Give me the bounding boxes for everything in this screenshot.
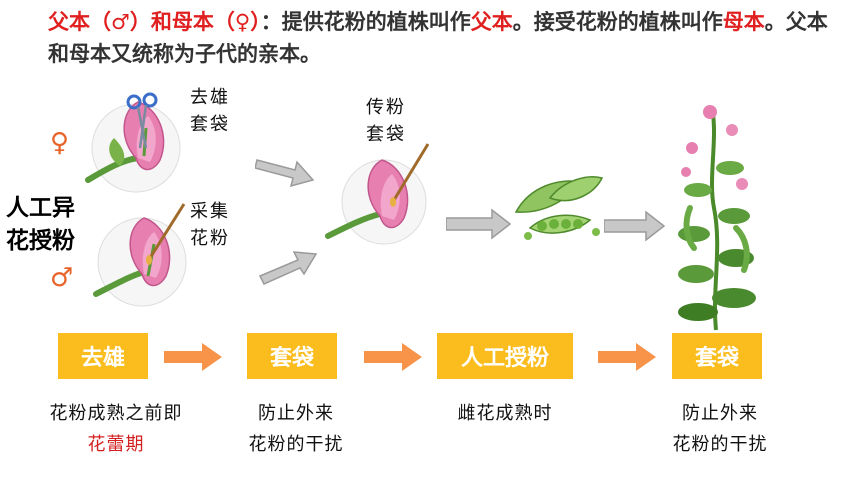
note-step-2-line2: 花粉的干扰: [248, 434, 344, 455]
header-parents-term: 父本（♂）和母本（♀）: [48, 10, 261, 34]
gray-arrow-up-right: [258, 251, 318, 285]
process-title-line2: 花授粉: [6, 228, 75, 254]
note-step-1-line2: 花蕾期: [87, 434, 145, 455]
note-step-4-line2: 花粉的干扰: [672, 434, 768, 455]
pea-plant-illustration: [678, 105, 756, 331]
note-step-1: 花粉成熟之前即 花蕾期: [26, 398, 206, 460]
step-box-bag-1: 套袋: [247, 333, 337, 379]
process-title-line1: 人工异: [6, 195, 75, 221]
header-definition-1: ：提供花粉的植株叫作: [260, 10, 471, 34]
gray-arrow-down-right: [255, 159, 315, 188]
brush-icon: [146, 203, 186, 265]
brush-icon: [390, 143, 430, 207]
header-definition-3: 。父本和母本又统称为子代的亲本。: [48, 10, 828, 66]
header-father-term: 父本: [470, 10, 513, 34]
gray-arrow-right-1: [446, 208, 512, 240]
note-step-1-line1: 花粉成熟之前即: [49, 403, 183, 424]
step-box-pollinate: 人工授粉: [437, 333, 573, 379]
pollinated-flower-illustration: [325, 143, 430, 245]
pollen-donor-flower-illustration: [93, 203, 187, 307]
process-title: 人工异 花授粉: [6, 192, 75, 258]
pollen-label: 花粉: [190, 228, 230, 249]
step-box-bag-2: 套袋: [672, 333, 762, 379]
header-text: 父本（♂）和母本（♀）：提供花粉的植株叫作父本。接受花粉的植株叫作母本。父本和母…: [48, 6, 838, 70]
female-symbol: ♀: [50, 128, 70, 158]
gray-arrow-right-2: [604, 210, 666, 242]
scissors-icon: [126, 92, 158, 149]
collect-pollen-label: 采集 花粉: [190, 198, 230, 252]
emasculate-label: 去雄: [190, 87, 230, 108]
male-symbol: ♂: [50, 263, 74, 293]
emasculated-flower-illustration: [85, 92, 181, 193]
note-step-2-line1: 防止外来: [258, 403, 334, 424]
bag-label-2: 套袋: [366, 124, 406, 145]
header-mother-term: 母本: [722, 10, 765, 34]
bag-label: 套袋: [190, 114, 230, 135]
note-step-4-line1: 防止外来: [682, 403, 758, 424]
collect-label: 采集: [190, 201, 230, 222]
pollinate-bag-label: 传粉 套袋: [366, 94, 406, 148]
orange-arrow-3: [598, 343, 656, 371]
orange-arrow-1: [164, 343, 222, 371]
emasculate-bag-label: 去雄 套袋: [190, 84, 230, 138]
orange-arrow-2: [364, 343, 422, 371]
pollinate-label: 传粉: [366, 97, 406, 118]
header-definition-2: 。接受花粉的植株叫作: [512, 10, 723, 34]
note-step-2: 防止外来 花粉的干扰: [226, 398, 366, 460]
step-box-emasculate: 去雄: [58, 333, 148, 379]
pea-pods-illustration: [514, 176, 604, 240]
note-step-3-line1: 雌花成熟时: [457, 403, 553, 424]
note-step-4: 防止外来 花粉的干扰: [650, 398, 790, 460]
note-step-3: 雌花成熟时: [430, 398, 580, 429]
